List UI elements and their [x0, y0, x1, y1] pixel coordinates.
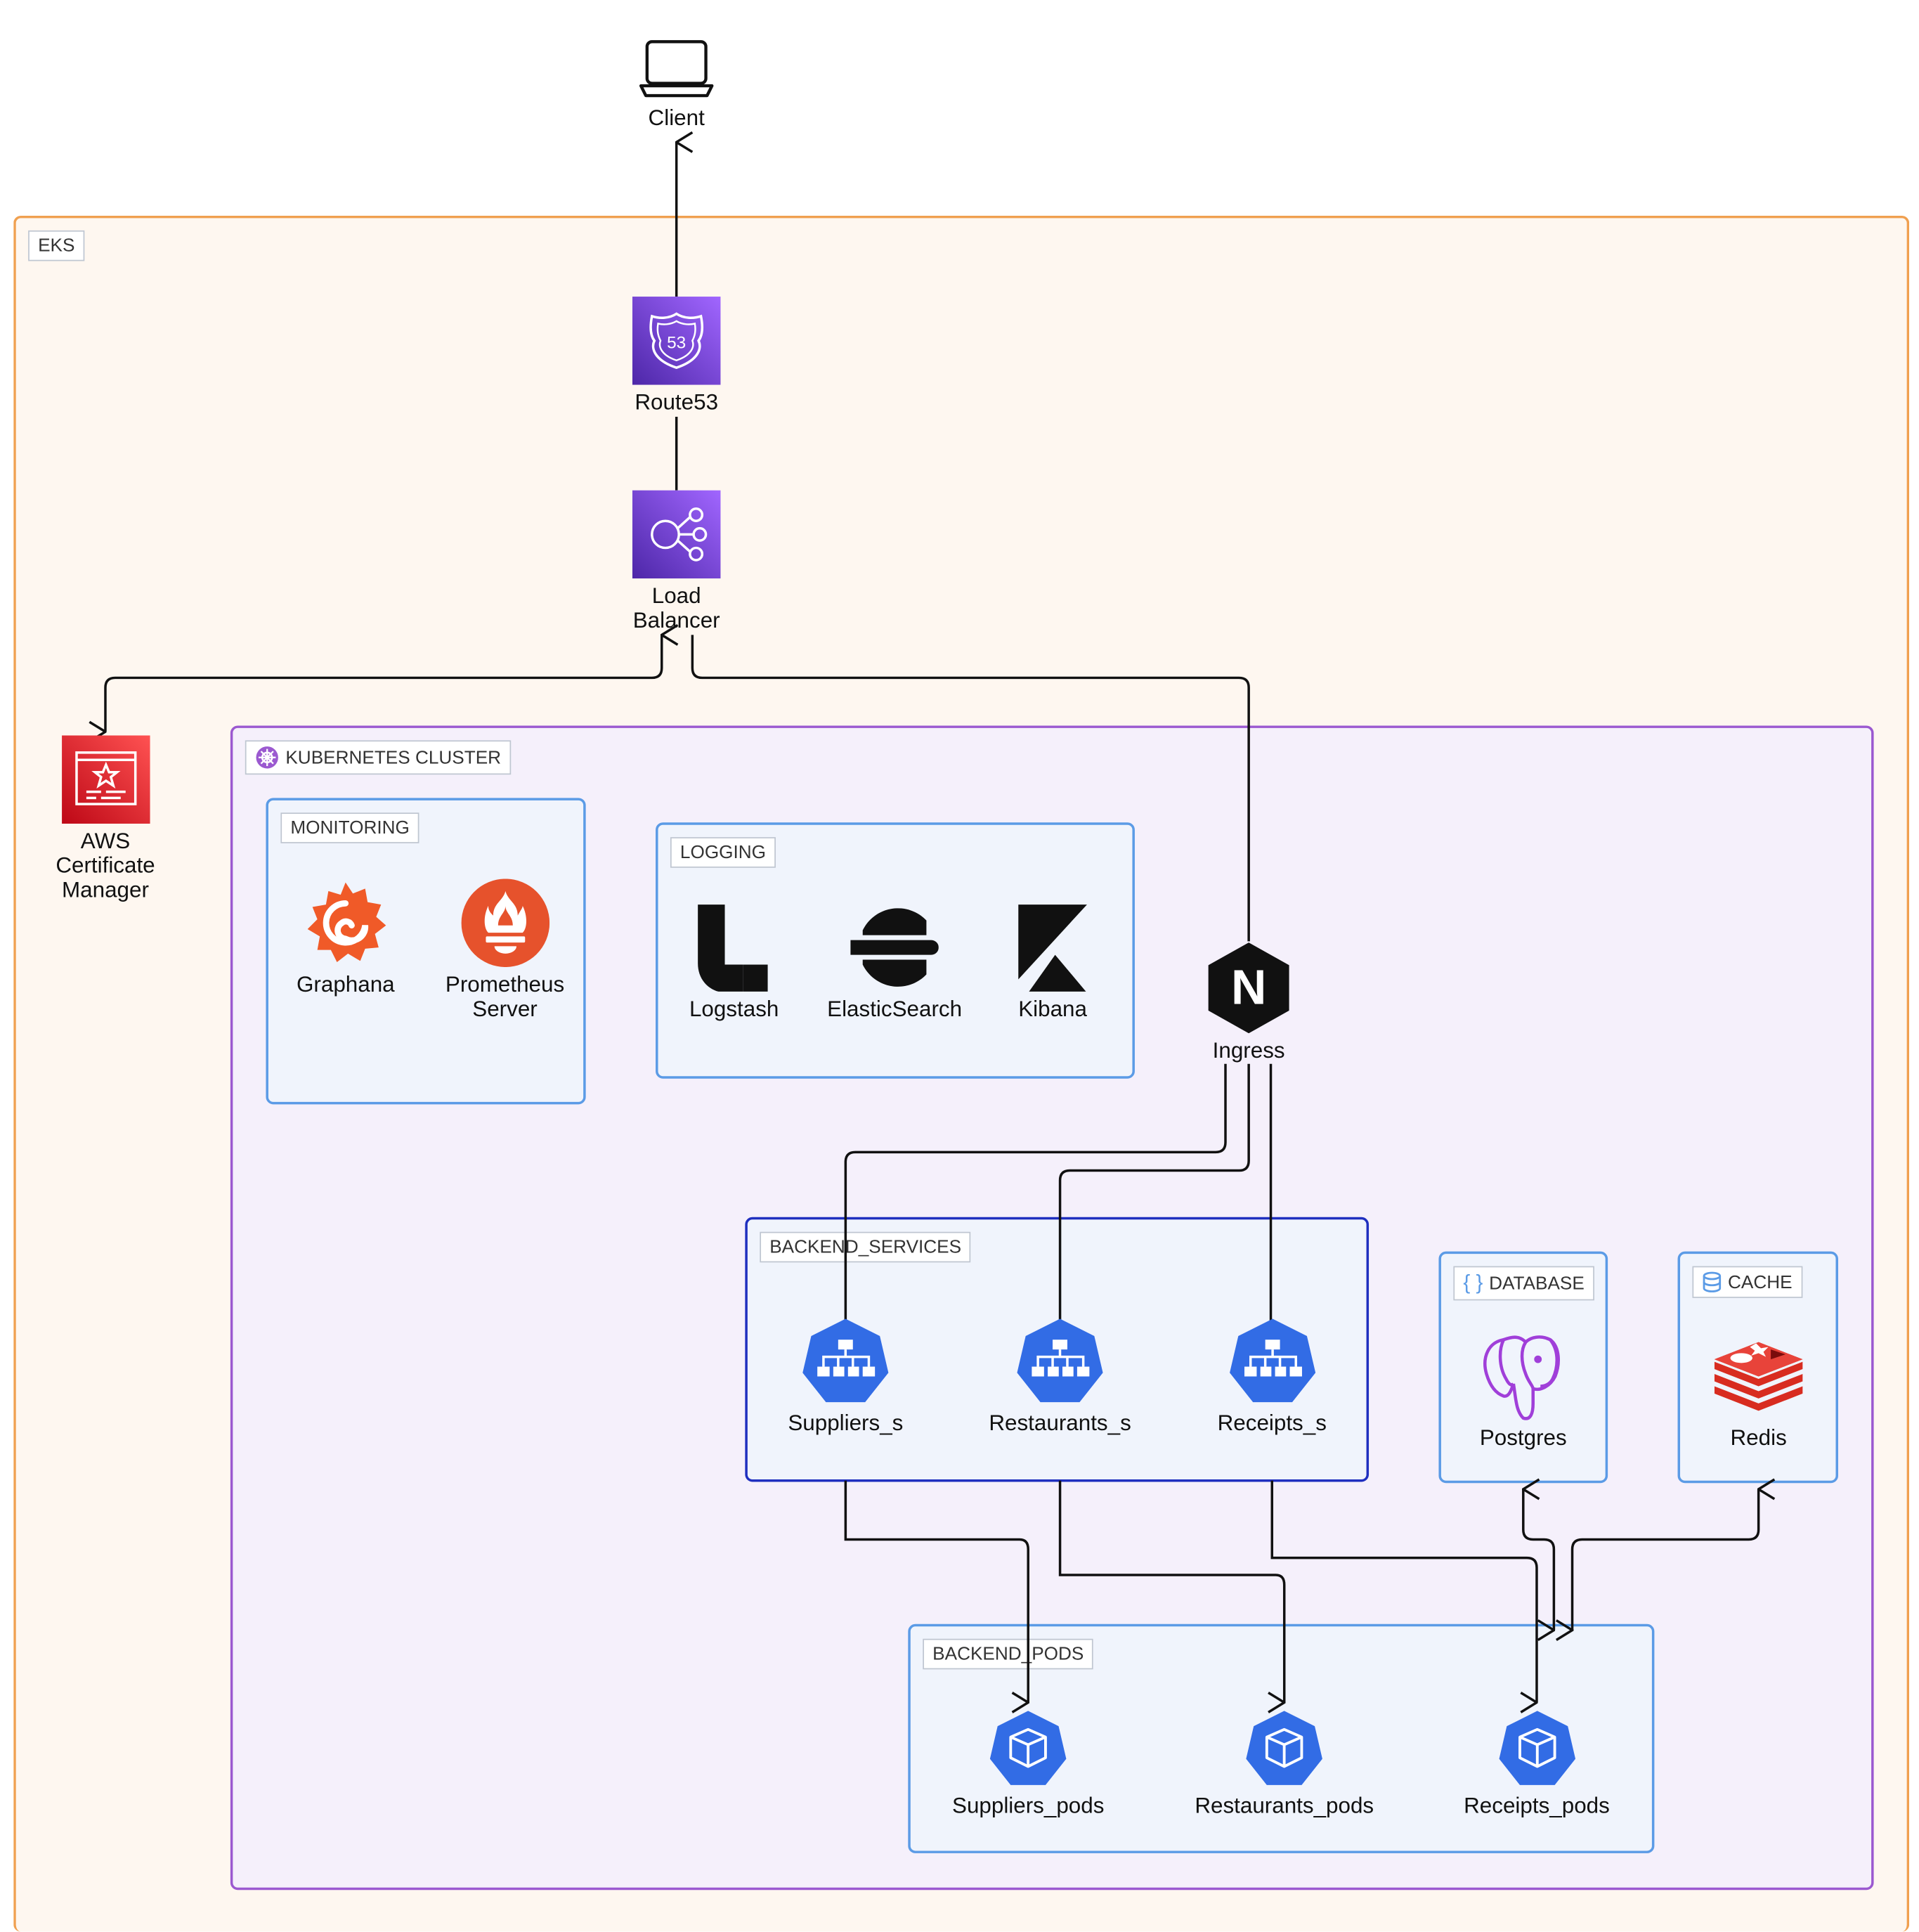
client-node[interactable]: Client — [639, 37, 715, 130]
kibana-icon — [1018, 905, 1087, 992]
kubernetes-cluster-label: KUBERNETES CLUSTER — [245, 740, 512, 775]
monitoring-group-label: MONITORING — [280, 812, 419, 843]
grafana-label: Graphana — [296, 971, 395, 997]
suppliers-pods-node[interactable]: Suppliers_pods — [952, 1710, 1104, 1817]
ingress-label: Ingress — [1212, 1038, 1285, 1063]
k8s-service-icon — [802, 1318, 889, 1403]
restaurants-s-node[interactable]: Restaurants_s — [989, 1318, 1131, 1435]
postgres-node[interactable]: Postgres — [1479, 1333, 1568, 1450]
elasticsearch-icon — [850, 908, 939, 987]
load-balancer-node[interactable]: Load Balancer — [632, 490, 721, 633]
logging-group-label: LOGGING — [670, 837, 776, 868]
backend-services-group-label: BACKEND_SERVICES — [760, 1231, 972, 1263]
kubernetes-icon — [256, 746, 278, 769]
route53-node[interactable]: 53 Route53 — [632, 297, 721, 414]
suppliers-s-node[interactable]: Suppliers_s — [788, 1318, 903, 1435]
braces-icon: { } — [1463, 1271, 1483, 1295]
k8s-service-icon — [1017, 1318, 1103, 1403]
kibana-node[interactable]: Kibana — [1008, 903, 1097, 1021]
svg-text:53: 53 — [667, 333, 686, 352]
k8s-service-icon — [1229, 1318, 1315, 1403]
postgres-icon — [1483, 1335, 1560, 1420]
acm-label: AWS Certificate Manager — [56, 828, 155, 902]
database-cylinder-icon — [1703, 1271, 1722, 1292]
prometheus-label: Prometheus Server — [445, 971, 565, 1021]
route53-icon: 53 — [632, 297, 721, 385]
cache-group-label: CACHE — [1692, 1266, 1802, 1298]
receipts-pods-node[interactable]: Receipts_pods — [1464, 1710, 1610, 1817]
acm-node[interactable]: AWS Certificate Manager — [56, 735, 155, 902]
client-label: Client — [648, 105, 705, 130]
k8s-pod-icon — [1246, 1711, 1322, 1785]
load-balancer-icon — [632, 490, 721, 579]
suppliers-pods-label: Suppliers_pods — [952, 1793, 1105, 1818]
certificate-icon — [61, 735, 150, 824]
k8s-pod-icon — [989, 1711, 1067, 1785]
grafana-node[interactable]: Graphana — [296, 879, 395, 997]
nginx-icon: N — [1208, 942, 1289, 1034]
postgres-label: Postgres — [1479, 1425, 1567, 1451]
prometheus-node[interactable]: Prometheus Server — [445, 879, 565, 1021]
receipts-s-node[interactable]: Receipts_s — [1218, 1318, 1327, 1435]
logstash-node[interactable]: Logstash — [689, 903, 779, 1021]
eks-group-label: EKS — [28, 230, 85, 261]
database-group-label: { } DATABASE — [1453, 1266, 1594, 1301]
receipts-s-label: Receipts_s — [1217, 1411, 1327, 1436]
redis-icon — [1714, 1342, 1803, 1411]
backend-pods-group-label: BACKEND_PODS — [923, 1638, 1094, 1670]
receipts-pods-label: Receipts_pods — [1464, 1793, 1610, 1818]
logstash-icon — [697, 905, 767, 992]
restaurants-pods-node[interactable]: Restaurants_pods — [1195, 1710, 1374, 1817]
ingress-node[interactable]: N Ingress — [1208, 942, 1289, 1063]
grafana-icon — [307, 882, 386, 963]
redis-node[interactable]: Redis — [1714, 1333, 1803, 1451]
suppliers-s-label: Suppliers_s — [788, 1411, 904, 1436]
laptop-icon — [639, 40, 714, 98]
route53-label: Route53 — [635, 389, 719, 415]
elasticsearch-label: ElasticSearch — [827, 996, 963, 1021]
elasticsearch-node[interactable]: ElasticSearch — [827, 903, 963, 1021]
svg-text:N: N — [1231, 959, 1266, 1014]
restaurants-s-label: Restaurants_s — [989, 1411, 1131, 1436]
redis-label: Redis — [1730, 1425, 1787, 1451]
prometheus-icon — [460, 879, 549, 968]
load-balancer-label: Load Balancer — [632, 583, 720, 633]
kibana-label: Kibana — [1018, 996, 1087, 1021]
restaurants-pods-label: Restaurants_pods — [1195, 1793, 1374, 1818]
k8s-pod-icon — [1498, 1711, 1575, 1785]
logstash-label: Logstash — [689, 996, 779, 1021]
